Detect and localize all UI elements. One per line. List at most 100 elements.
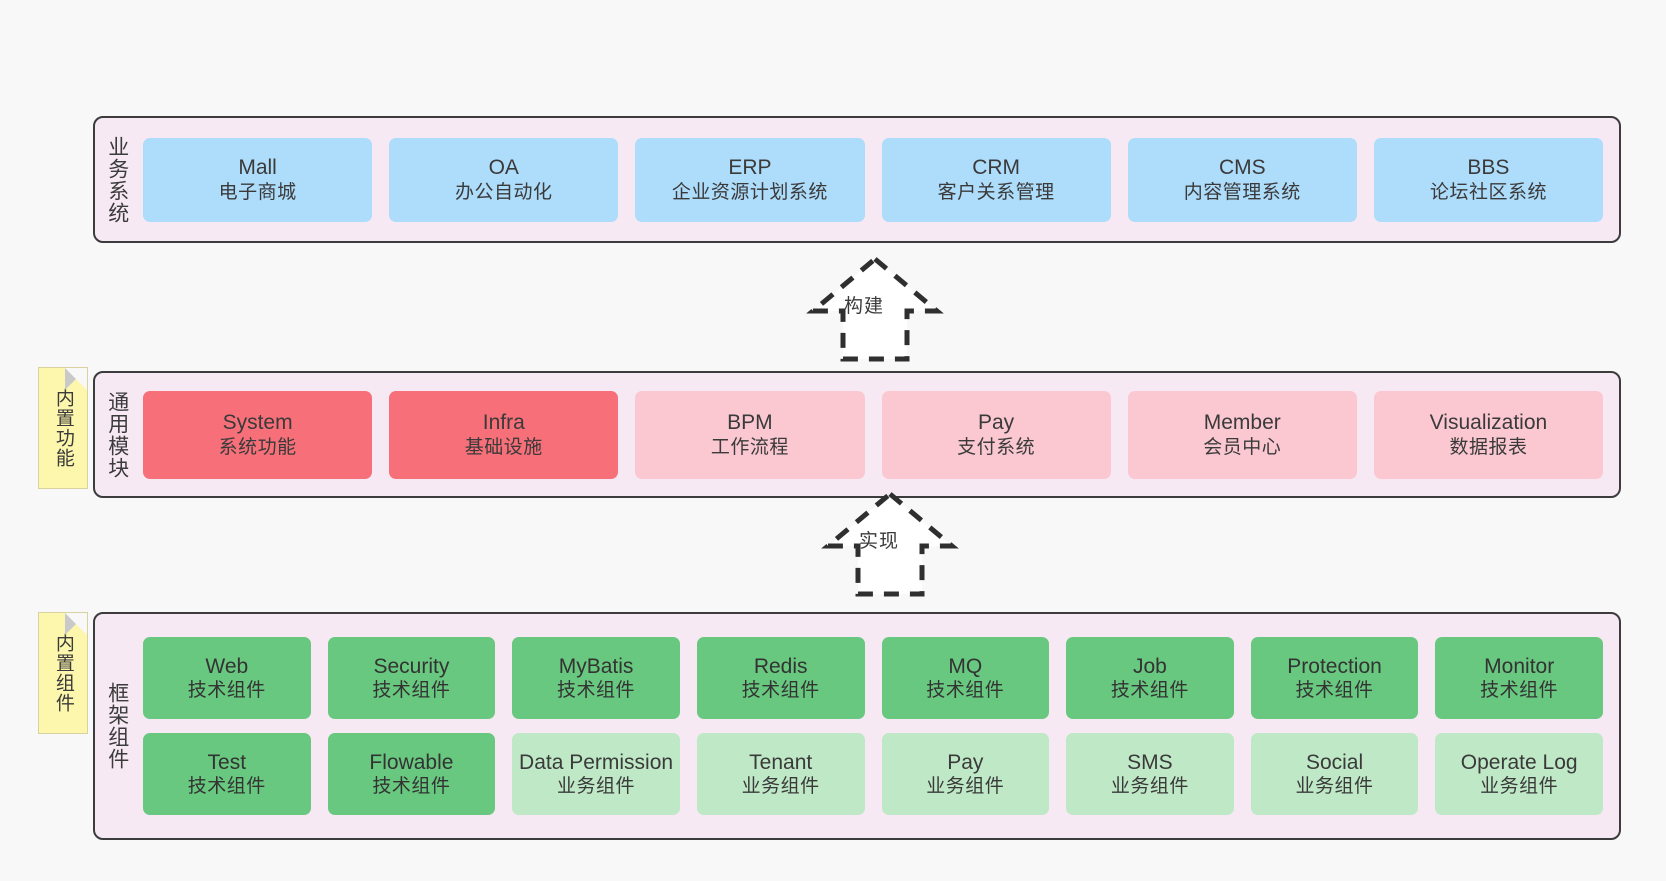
layer-body-framework: Web 技术组件 Security 技术组件 MyBatis 技术组件 Redi… xyxy=(139,614,1619,838)
card-redis[interactable]: Redis 技术组件 xyxy=(696,637,865,719)
card-title: Operate Log xyxy=(1460,750,1578,774)
card-title: Social xyxy=(1305,750,1364,774)
card-title: Mall xyxy=(238,156,277,180)
card-security[interactable]: Security 技术组件 xyxy=(327,637,496,719)
note-label: 内置功能 xyxy=(52,388,74,468)
card-title: SMS xyxy=(1127,750,1173,774)
card-social[interactable]: Social 业务组件 xyxy=(1250,733,1419,815)
card-title: MyBatis xyxy=(558,654,634,678)
card-title: BBS xyxy=(1467,156,1510,180)
card-title: BPM xyxy=(727,411,773,435)
card-subtitle: 业务组件 xyxy=(926,776,1005,798)
card-subtitle: 技术组件 xyxy=(1110,680,1189,702)
card-title: OA xyxy=(488,156,519,180)
card-subtitle: 基础设施 xyxy=(464,436,543,458)
card-bpm[interactable]: BPM 工作流程 xyxy=(635,390,865,479)
card-infra[interactable]: Infra 基础设施 xyxy=(389,390,619,479)
card-subtitle: 业务组件 xyxy=(557,776,636,798)
card-subtitle: 业务组件 xyxy=(1295,776,1374,798)
business-card-row: Mall 电子商城 OA 办公自动化 ERP 企业资源计划系统 CRM 客户关系… xyxy=(143,137,1604,222)
card-subtitle: 技术组件 xyxy=(187,776,266,798)
layer-title-framework: 框架组件 xyxy=(105,682,129,770)
layer-business-systems: 业务系统 Mall 电子商城 OA 办公自动化 ERP 企业资源计划系统 CRM… xyxy=(93,116,1621,243)
card-operate-log[interactable]: Operate Log 业务组件 xyxy=(1435,733,1603,815)
card-title: Tenant xyxy=(749,750,813,774)
card-title: Pay xyxy=(947,750,984,774)
card-subtitle: 技术组件 xyxy=(741,680,820,702)
card-title: Member xyxy=(1203,411,1281,435)
card-flowable[interactable]: Flowable 技术组件 xyxy=(327,733,496,815)
card-title: Infra xyxy=(482,411,525,435)
card-title: Visualization xyxy=(1429,411,1548,435)
layer-common-modules: 通用模块 System 系统功能 Infra 基础设施 BPM 工作流程 Pay… xyxy=(93,371,1621,498)
card-title: Pay xyxy=(978,411,1015,435)
card-mybatis[interactable]: MyBatis 技术组件 xyxy=(512,637,680,719)
card-system[interactable]: System 系统功能 xyxy=(143,390,373,479)
card-title: MQ xyxy=(948,654,983,678)
card-member[interactable]: Member 会员中心 xyxy=(1127,390,1357,479)
connector-implement-label: 实现 xyxy=(859,531,900,552)
card-subtitle: 技术组件 xyxy=(1480,680,1559,702)
card-mall[interactable]: Mall 电子商城 xyxy=(143,137,373,222)
framework-card-row-2: Test 技术组件 Flowable 技术组件 Data Permission … xyxy=(143,733,1603,815)
card-bbs[interactable]: BBS 论坛社区系统 xyxy=(1373,137,1604,222)
card-protection[interactable]: Protection 技术组件 xyxy=(1250,637,1419,719)
card-title: ERP xyxy=(728,156,772,180)
card-title: System xyxy=(222,411,293,435)
card-subtitle: 技术组件 xyxy=(926,680,1005,702)
card-oa[interactable]: OA 办公自动化 xyxy=(389,137,619,222)
card-tenant[interactable]: Tenant 业务组件 xyxy=(696,733,865,815)
card-subtitle: 技术组件 xyxy=(187,680,266,702)
note-label: 内置组件 xyxy=(52,633,74,713)
card-monitor[interactable]: Monitor 技术组件 xyxy=(1435,637,1603,719)
card-subtitle: 技术组件 xyxy=(372,776,451,798)
card-title: Data Permission xyxy=(519,750,674,774)
card-subtitle: 系统功能 xyxy=(218,436,297,458)
card-subtitle: 内容管理系统 xyxy=(1183,181,1301,203)
card-subtitle: 业务组件 xyxy=(1480,776,1559,798)
card-subtitle: 工作流程 xyxy=(710,436,789,458)
card-title: Flowable xyxy=(369,750,454,774)
card-subtitle: 客户关系管理 xyxy=(937,181,1055,203)
card-mq[interactable]: MQ 技术组件 xyxy=(881,637,1050,719)
card-test[interactable]: Test 技术组件 xyxy=(143,733,311,815)
card-title: Redis xyxy=(753,654,808,678)
card-cms[interactable]: CMS 内容管理系统 xyxy=(1127,137,1357,222)
card-subtitle: 企业资源计划系统 xyxy=(671,181,828,203)
card-subtitle: 业务组件 xyxy=(741,776,820,798)
card-title: Monitor xyxy=(1484,654,1555,678)
connector-implement: 实现 xyxy=(815,490,965,600)
modules-card-row: System 系统功能 Infra 基础设施 BPM 工作流程 Pay 支付系统… xyxy=(143,390,1604,479)
card-subtitle: 技术组件 xyxy=(557,680,636,702)
card-subtitle: 会员中心 xyxy=(1203,436,1282,458)
card-visualization[interactable]: Visualization 数据报表 xyxy=(1373,390,1604,479)
card-subtitle: 业务组件 xyxy=(1110,776,1189,798)
card-web[interactable]: Web 技术组件 xyxy=(143,637,311,719)
layer-body-business: Mall 电子商城 OA 办公自动化 ERP 企业资源计划系统 CRM 客户关系… xyxy=(139,118,1619,241)
card-pay-module[interactable]: Pay 支付系统 xyxy=(881,390,1111,479)
card-subtitle: 技术组件 xyxy=(1295,680,1374,702)
card-title: CMS xyxy=(1218,156,1266,180)
card-pay-component[interactable]: Pay 业务组件 xyxy=(881,733,1050,815)
card-data-permission[interactable]: Data Permission 业务组件 xyxy=(512,733,680,815)
connector-build-label: 构建 xyxy=(844,296,885,317)
connector-build: 构建 xyxy=(800,255,950,365)
note-builtin-components: 内置组件 xyxy=(38,612,88,734)
card-title: Security xyxy=(373,654,450,678)
card-erp[interactable]: ERP 企业资源计划系统 xyxy=(635,137,865,222)
card-title: Job xyxy=(1133,654,1167,678)
layer-body-modules: System 系统功能 Infra 基础设施 BPM 工作流程 Pay 支付系统… xyxy=(139,373,1619,496)
card-subtitle: 数据报表 xyxy=(1449,436,1528,458)
card-sms[interactable]: SMS 业务组件 xyxy=(1066,733,1234,815)
card-subtitle: 电子商城 xyxy=(218,181,297,203)
card-subtitle: 技术组件 xyxy=(372,680,451,702)
card-crm[interactable]: CRM 客户关系管理 xyxy=(881,137,1111,222)
card-subtitle: 办公自动化 xyxy=(455,181,553,203)
note-builtin-functions: 内置功能 xyxy=(38,367,88,489)
card-title: Test xyxy=(207,750,247,774)
card-job[interactable]: Job 技术组件 xyxy=(1066,637,1234,719)
card-subtitle: 论坛社区系统 xyxy=(1429,181,1547,203)
card-title: CRM xyxy=(972,156,1021,180)
layer-title-business: 业务系统 xyxy=(105,135,129,224)
